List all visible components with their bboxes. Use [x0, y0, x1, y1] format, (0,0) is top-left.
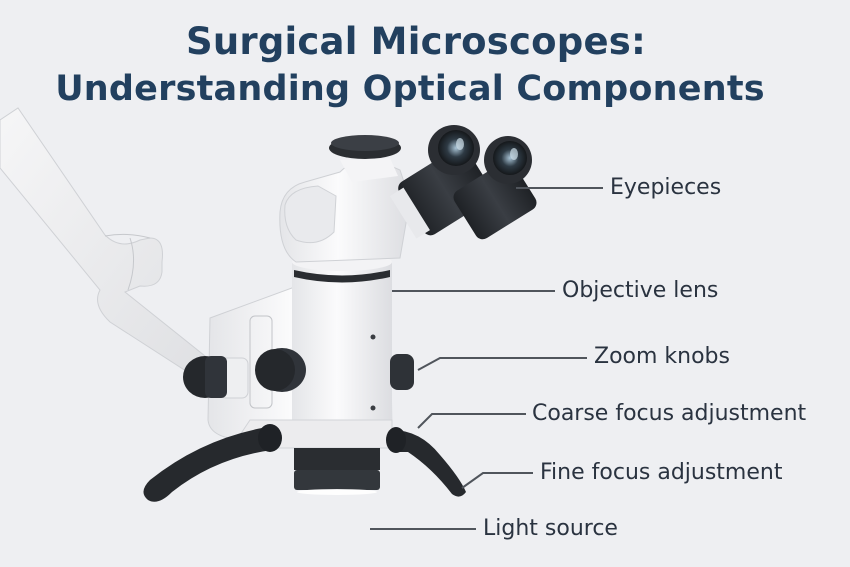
eyepieces [389, 125, 537, 240]
zoom-knobs [183, 348, 414, 399]
mounting-arm [0, 107, 206, 381]
leader-line-coarse-focus [417, 413, 526, 429]
focus-handles [143, 424, 466, 502]
label-coarse-focus: Coarse focus adjustment [532, 401, 807, 426]
label-objective-lens: Objective lens [562, 278, 719, 303]
label-zoom-knobs: Zoom knobs [594, 344, 730, 369]
label-light-source: Light source [483, 516, 618, 541]
objective-housing [207, 253, 393, 449]
leader-line-fine-focus [461, 472, 533, 489]
label-eyepieces: Eyepieces [610, 175, 722, 200]
title-line-2: Understanding Optical Components [55, 69, 765, 109]
leader-lines [370, 187, 603, 530]
label-fine-focus: Fine focus adjustment [540, 460, 783, 485]
light-source-lens [294, 448, 380, 495]
leader-line-zoom-knobs [417, 357, 587, 371]
binocular-head [279, 135, 411, 263]
title-line-1: Surgical Microscopes: [186, 20, 646, 63]
